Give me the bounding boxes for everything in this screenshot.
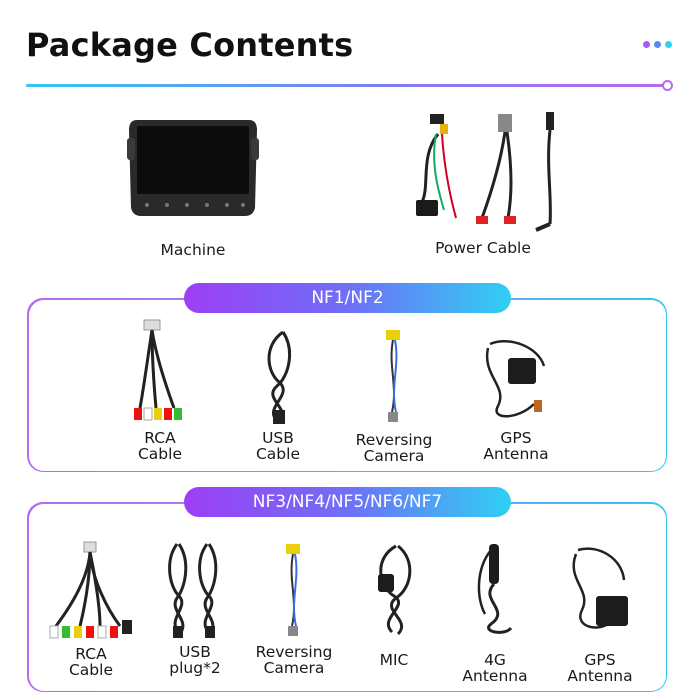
item-label-line1: USB [262, 429, 294, 447]
item-label-line1: USB [179, 643, 211, 661]
gps-antenna-item: GPS Antenna [560, 540, 640, 684]
item-label-line2: Antenna [483, 445, 549, 463]
item-label-line1: 4G [484, 651, 506, 669]
item-label-line1: GPS [584, 651, 616, 669]
gps-antenna-icon [572, 547, 628, 629]
power-cable-item: Power Cable [400, 106, 566, 256]
gps-antenna-icon [485, 339, 546, 418]
section-title-pill: NF1/NF2 [184, 283, 511, 313]
rca-cable-icon [134, 319, 182, 421]
item-label-line1: GPS [500, 429, 532, 447]
power-harness-icon [416, 112, 554, 232]
reversing-camera-item: Reversing Camera [246, 540, 342, 676]
title-divider [26, 84, 664, 87]
divider-end-circle [662, 80, 673, 91]
usb-cable-icon [267, 330, 292, 424]
rca-cable-item: RCA Cable [120, 316, 200, 462]
item-label-line2: Camera [363, 447, 425, 465]
usb-plug-pair-icon [168, 543, 218, 638]
usb-plug-pair-item: USB plug*2 [152, 540, 238, 676]
machine-item: Machine [110, 112, 276, 258]
item-label-line1: RCA [144, 429, 176, 447]
item-label-line2: Cable [137, 445, 182, 463]
reversing-camera-icon [386, 330, 400, 422]
section-title-pill: NF3/NF4/NF5/NF6/NF7 [184, 487, 511, 517]
car-stereo-unit-icon [127, 120, 259, 216]
page-title: Package Contents [26, 26, 354, 64]
gps-antenna-item: GPS Antenna [476, 326, 556, 462]
item-label-line2: Cable [255, 445, 300, 463]
item-label-line1: Reversing [255, 643, 333, 661]
rca-cable-item: RCA Cable [46, 540, 136, 678]
item-label-line2: Antenna [462, 667, 528, 685]
item-label-line1: Reversing [355, 431, 433, 449]
more-options-icon [643, 41, 672, 48]
item-label-line2: Antenna [567, 667, 633, 685]
reversing-camera-icon [286, 544, 300, 636]
microphone-item: MIC [356, 540, 432, 668]
usb-cable-item: USB Cable [238, 326, 318, 462]
item-label-line1: MIC [379, 651, 409, 669]
4g-antenna-item: 4G Antenna [452, 540, 538, 684]
4g-antenna-icon [477, 544, 513, 634]
item-label-line2: Cable [68, 661, 113, 679]
reversing-camera-item: Reversing Camera [346, 326, 442, 464]
item-label: Power Cable [435, 239, 531, 257]
section-panel-nf3-nf7 [27, 502, 667, 692]
item-label: Machine [160, 241, 226, 259]
item-label-line1: RCA [75, 645, 107, 663]
item-label-line2: Camera [263, 659, 325, 677]
rca-cable-icon [49, 541, 132, 639]
item-label-line2: plug*2 [169, 659, 221, 677]
section-panel-nf1-nf2 [27, 298, 667, 472]
microphone-icon [378, 544, 412, 636]
